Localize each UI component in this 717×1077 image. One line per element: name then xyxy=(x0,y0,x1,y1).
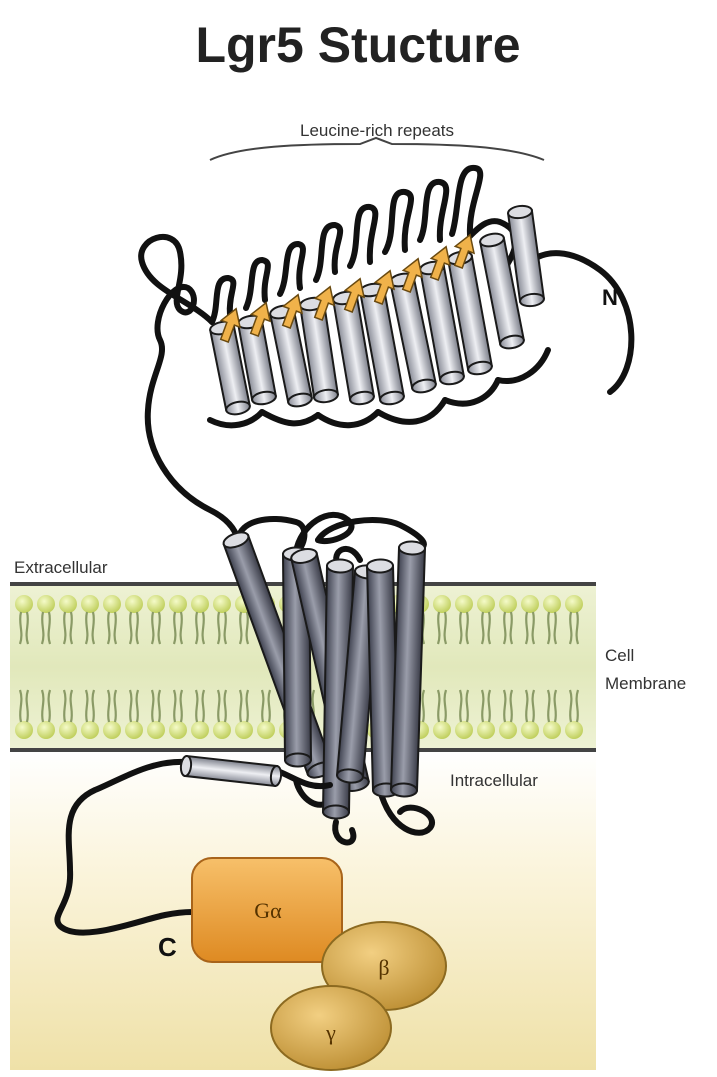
cell-membrane-label-line1: Cell xyxy=(605,646,634,665)
cell-membrane-label-line2: Membrane xyxy=(605,674,686,693)
n-terminus-label: N xyxy=(602,285,618,310)
leucine-rich-repeats-bracket xyxy=(210,138,544,160)
g-gamma-label: γ xyxy=(325,1020,336,1045)
g-alpha-label: Gα xyxy=(254,898,282,923)
extracellular-label: Extracellular xyxy=(14,558,108,577)
c-terminus-label: C xyxy=(158,932,177,962)
title: Lgr5 Stucture xyxy=(195,17,520,73)
g-beta-label: β xyxy=(378,955,389,980)
leucine-rich-repeats-label: Leucine-rich repeats xyxy=(300,121,454,140)
intracellular-label: Intracellular xyxy=(450,771,538,790)
